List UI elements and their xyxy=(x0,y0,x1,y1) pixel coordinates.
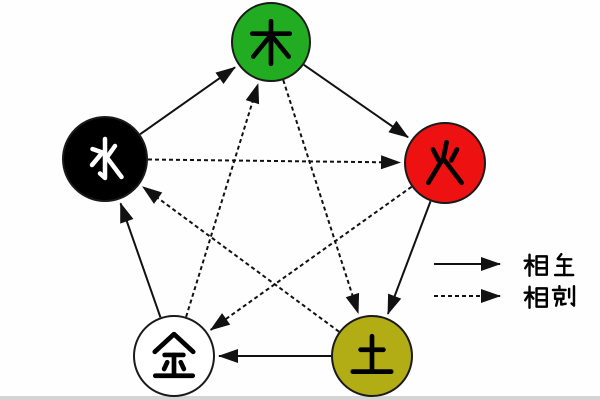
node-wood-label-stroke xyxy=(250,34,272,59)
node-water-label-stroke xyxy=(105,156,124,180)
legend-label-solid-char0-stroke xyxy=(528,261,535,268)
node-fire-label-stroke xyxy=(442,158,464,186)
node-fire-label-stroke xyxy=(430,147,442,163)
legend-label-solid-char0-stroke xyxy=(523,261,531,270)
edge-earth-to-water-overcoming xyxy=(142,186,340,333)
legend-label-dashed-char1-stroke xyxy=(553,292,565,301)
node-metal-label-stroke xyxy=(161,359,170,372)
node-metal-label-stroke xyxy=(171,331,196,355)
node-wood-label xyxy=(249,18,293,67)
legend-label-solid-char1-stroke xyxy=(556,252,563,261)
node-fire-label-stroke xyxy=(448,147,460,163)
node-metal-label-stroke xyxy=(152,331,177,355)
legend-label-dashed-char1-stroke xyxy=(570,284,576,307)
legend-label-dashed-char0 xyxy=(523,285,549,310)
node-water-label xyxy=(89,136,124,181)
edge-fire-to-metal-overcoming xyxy=(209,185,413,331)
node-wood-label-stroke xyxy=(270,34,292,59)
edge-water-to-wood-generating xyxy=(139,66,236,136)
node-fire-label-stroke xyxy=(426,139,449,186)
node-earth-label xyxy=(350,333,394,374)
legend-label-dashed-char1-stroke xyxy=(554,297,560,307)
node-metal-label xyxy=(152,331,196,379)
node-metal-label-stroke xyxy=(178,359,187,372)
legend-label-solid-char1 xyxy=(553,252,575,277)
edge-metal-to-water-generating xyxy=(119,202,162,318)
legend-label-dashed-char1-stroke xyxy=(559,297,567,306)
bottom-border xyxy=(0,396,600,400)
node-water-label-stroke xyxy=(89,146,105,168)
legend-label-dashed-char1 xyxy=(551,284,576,307)
legend-label-solid-char0 xyxy=(523,253,549,278)
node-water-label-stroke xyxy=(97,136,108,181)
node-water-label-stroke xyxy=(105,143,118,159)
edge-wood-to-earth-overcoming xyxy=(282,79,360,315)
edge-water-to-fire-overcoming xyxy=(147,155,402,170)
node-fire-label xyxy=(426,139,464,186)
legend-label-dashed-char0-stroke xyxy=(523,293,531,302)
legend xyxy=(434,257,501,303)
edge-metal-to-wood-overcoming xyxy=(185,83,260,318)
legend-label-dashed-char0-stroke xyxy=(528,293,535,300)
edge-fire-to-earth-generating xyxy=(386,200,432,315)
edge-wood-to-fire-generating xyxy=(303,64,409,139)
